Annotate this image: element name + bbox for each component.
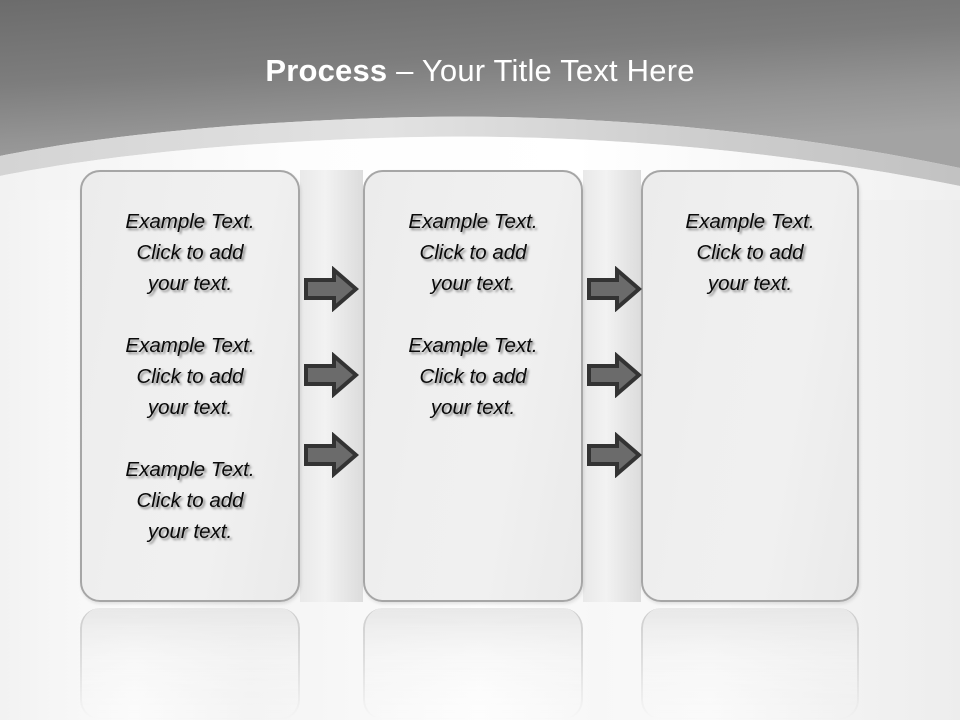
process-box-reflection-1 [80, 608, 300, 720]
right-arrow-icon-1b[interactable] [303, 352, 359, 398]
process-box-1-paragraph-1[interactable]: Example Text. Click to add your text. [125, 210, 255, 295]
process-box-1-paragraph-3[interactable]: Example Text. Click to add your text. [125, 458, 255, 543]
header-swoosh-band [0, 116, 960, 186]
slide-title-bold: Process [265, 53, 388, 88]
slide-title: Process – Your Title Text Here [0, 52, 960, 90]
process-box-3[interactable]: Example Text. Click to add your text. [641, 170, 859, 602]
right-arrow-icon-2a[interactable] [586, 266, 642, 312]
right-arrow-icon-2b[interactable] [586, 352, 642, 398]
process-box-3-paragraph-1[interactable]: Example Text. Click to add your text. [685, 210, 815, 295]
header-gray-shape [0, 0, 960, 168]
process-box-reflection-2 [363, 608, 583, 720]
process-box-1-paragraph-2[interactable]: Example Text. Click to add your text. [125, 334, 255, 419]
right-arrow-icon-1c[interactable] [303, 432, 359, 478]
process-box-2-paragraph-2[interactable]: Example Text. Click to add your text. [408, 334, 538, 419]
process-box-reflection-3 [641, 608, 859, 720]
process-box-2[interactable]: Example Text. Click to add your text. Ex… [363, 170, 583, 602]
right-arrow-icon-1a[interactable] [303, 266, 359, 312]
slide-title-rest: – Your Title Text Here [387, 53, 695, 88]
process-box-2-paragraph-1[interactable]: Example Text. Click to add your text. [408, 210, 538, 295]
process-box-1[interactable]: Example Text. Click to add your text. Ex… [80, 170, 300, 602]
right-arrow-icon-2c[interactable] [586, 432, 642, 478]
